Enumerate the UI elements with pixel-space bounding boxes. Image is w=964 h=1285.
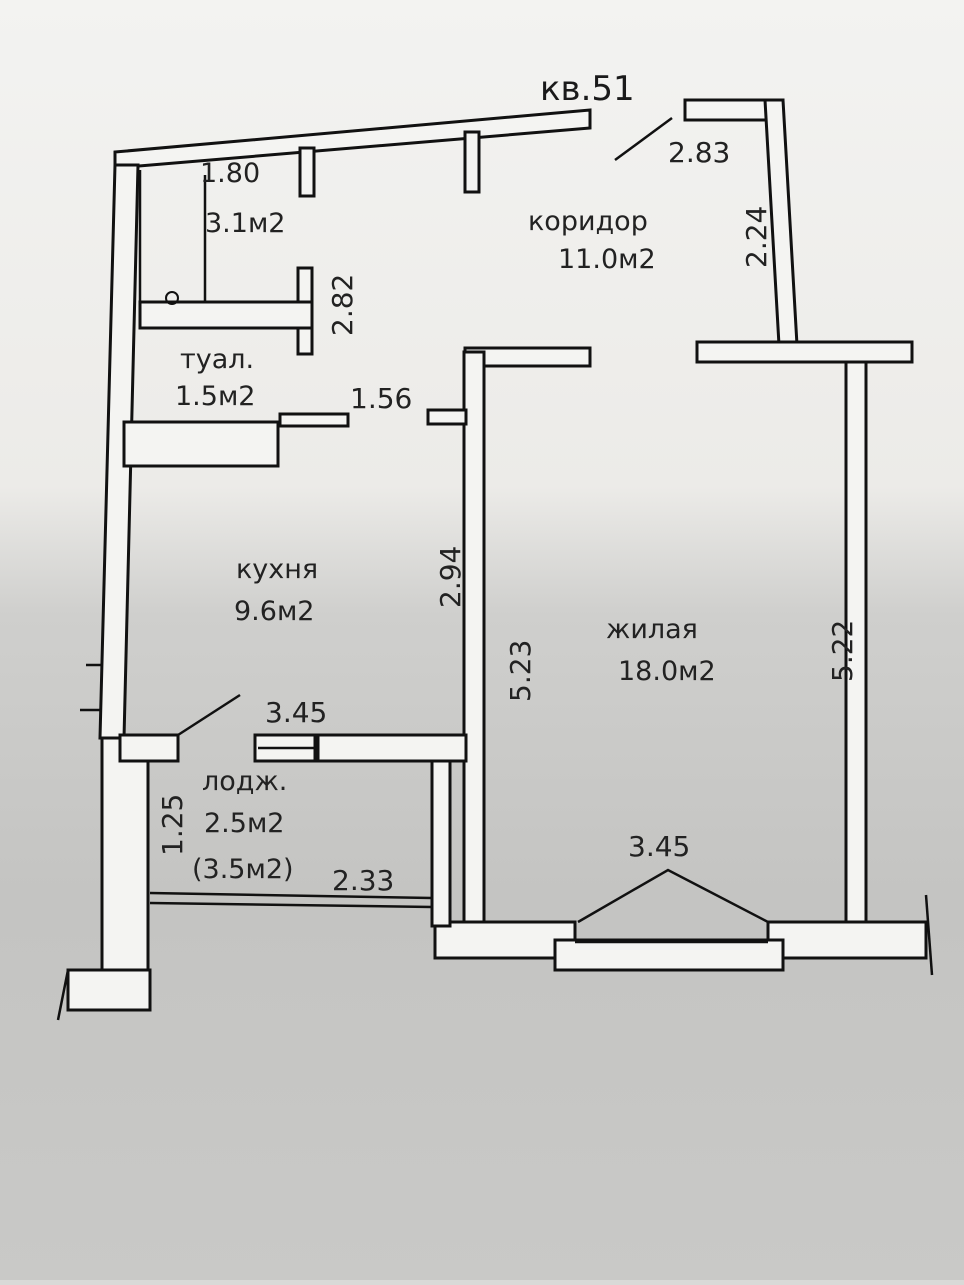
balcony-door-frame bbox=[553, 938, 785, 972]
loggia-area: 2.5м2 bbox=[204, 808, 285, 839]
left-bottom-break bbox=[56, 969, 70, 1021]
corridor-name: коридор bbox=[528, 206, 648, 237]
dim-loggia-width: 2.33 bbox=[332, 864, 394, 897]
dim-loggia-height: 1.25 bbox=[156, 794, 189, 856]
kitchen-door-diag bbox=[177, 693, 241, 737]
loggia-name: лодж. bbox=[202, 766, 287, 797]
dim-living-width: 3.45 bbox=[628, 830, 690, 863]
dim-kitchen-height: 2.94 bbox=[434, 546, 467, 608]
corridor-diag bbox=[614, 116, 673, 162]
loggia-line-1 bbox=[149, 891, 433, 900]
wall-left-bottom bbox=[66, 968, 152, 1012]
dim-living-left: 5.23 bbox=[504, 640, 537, 702]
wall-bath-stub-2 bbox=[463, 130, 481, 194]
wall-toilet-top bbox=[138, 300, 314, 330]
wall-toilet-bottom bbox=[122, 420, 280, 468]
wall-toilet-door bbox=[278, 412, 350, 428]
bath-area: 3.1м2 bbox=[205, 208, 286, 239]
dim-corridor-right: 2.24 bbox=[740, 206, 773, 268]
corridor-area: 11.0м2 bbox=[558, 244, 656, 275]
wall-bottom-right bbox=[766, 920, 928, 960]
wall-left-lower bbox=[100, 736, 150, 980]
dim-corridor-top: 2.83 bbox=[668, 136, 730, 169]
bath-dim: 1.80 bbox=[200, 158, 260, 189]
wall-living-top bbox=[695, 340, 914, 364]
dim-bath-side: 2.82 bbox=[326, 274, 359, 336]
toilet-name: туал. bbox=[180, 344, 254, 375]
dim-toilet-width: 1.56 bbox=[350, 382, 412, 415]
wall-top bbox=[113, 108, 592, 170]
living-area: 18.0м2 bbox=[618, 656, 716, 687]
wall-bath-stub-1 bbox=[298, 146, 316, 198]
right-bottom-break bbox=[924, 894, 934, 976]
toilet-area: 1.5м2 bbox=[175, 381, 256, 412]
living-name: жилая bbox=[606, 614, 698, 645]
kitchen-name: кухня bbox=[236, 554, 318, 585]
loggia-area-alt: (3.5м2) bbox=[192, 854, 294, 885]
wall-kitchen-bottom-left bbox=[118, 733, 180, 763]
wall-toilet-door-stub bbox=[426, 408, 468, 426]
dim-kitchen-width: 3.45 bbox=[265, 696, 327, 729]
apartment-label: кв.51 bbox=[540, 69, 635, 109]
loggia-line-2 bbox=[149, 901, 433, 909]
drain-icon bbox=[165, 291, 179, 305]
wall-kitchen-living bbox=[462, 350, 486, 929]
balcony-door-swing bbox=[577, 868, 769, 924]
wall-loggia-inner bbox=[430, 756, 452, 928]
kitchen-area: 9.6м2 bbox=[234, 596, 315, 627]
dim-living-right: 5.22 bbox=[826, 620, 859, 682]
wall-kitchen-bottom bbox=[316, 733, 468, 763]
